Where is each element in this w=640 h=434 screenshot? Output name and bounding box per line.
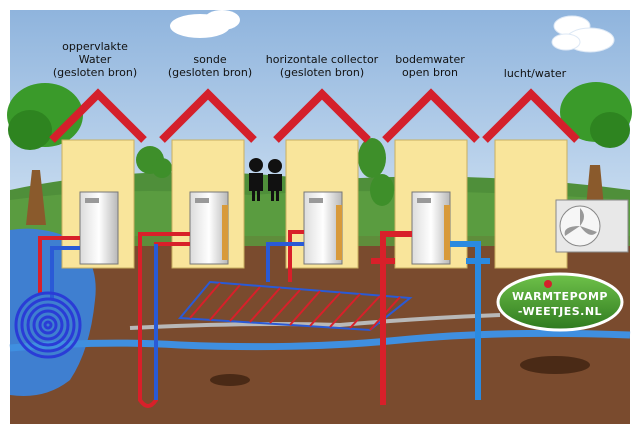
horizontal-collector-grid (177, 280, 413, 332)
heatpump-unit (79, 191, 119, 265)
label-air-water: lucht/water (503, 67, 567, 80)
heatpump-unit (303, 191, 343, 265)
bush-icon (358, 138, 394, 206)
heatpump-unit (189, 191, 229, 265)
house-3 (273, 88, 371, 269)
heatpump-unit (411, 191, 451, 265)
fan-icon (555, 199, 629, 253)
pipes-probe (138, 232, 190, 408)
label-probe: sonde (gesloten bron) (167, 53, 253, 79)
label-groundwater: bodemwater open bron (395, 53, 465, 79)
logo-text-main: WARMTEPOMP (511, 290, 608, 303)
label-surface-water: oppervlakte Water (gesloten bron) (52, 40, 138, 79)
warmtepomp-logo (496, 272, 624, 332)
coil (14, 291, 82, 359)
logo-text-sub: -WEETJES.NL (517, 305, 603, 318)
pipes-surface-water (38, 236, 80, 300)
tree-icon (560, 82, 632, 228)
cloud-icon (170, 10, 240, 38)
house-2 (159, 88, 257, 269)
groundwater (9, 329, 631, 352)
children-silhouette-icon (249, 158, 282, 201)
pipes-groundwater (371, 231, 490, 405)
cloud-icon (551, 15, 615, 53)
label-horizontal-collector: horizontale collector (gesloten bron) (265, 53, 379, 79)
pipes-horizontal (266, 230, 304, 282)
bush-icon (136, 146, 172, 178)
house-5 (482, 88, 580, 269)
